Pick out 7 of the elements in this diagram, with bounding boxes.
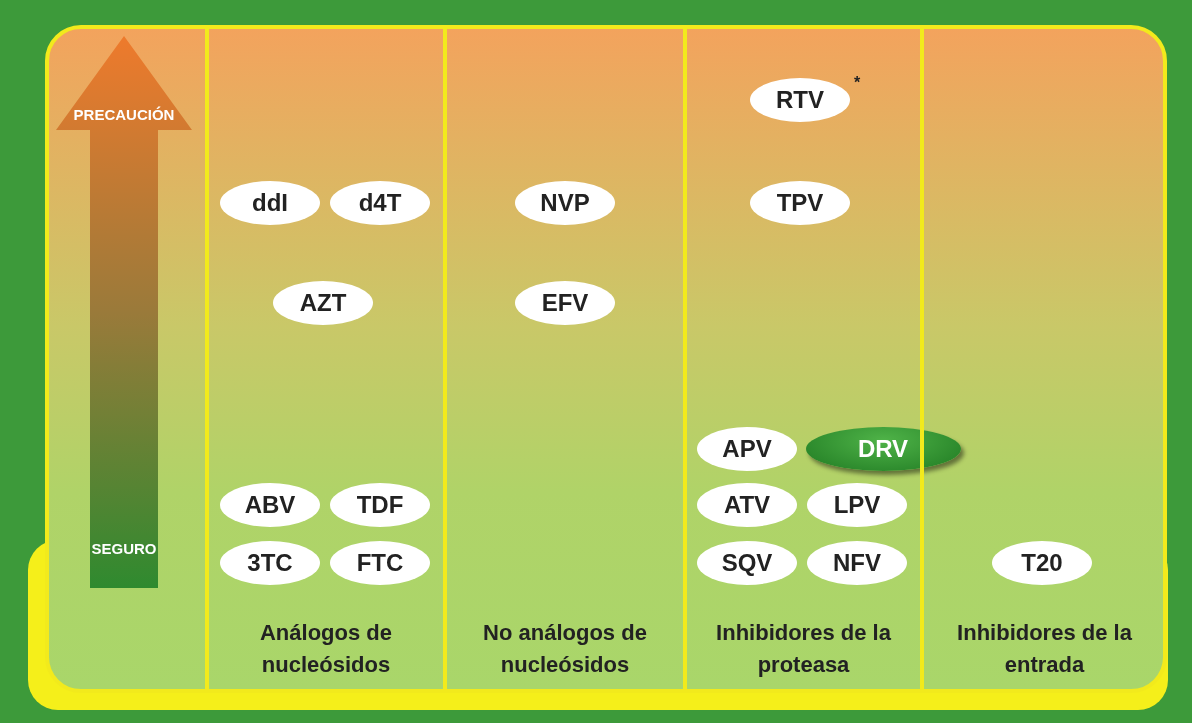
arrow-label: PRECAUCIÓN [72,106,176,123]
arrow-label: SEGURO [90,540,158,557]
column-heading: Análogos de nucleósidos [259,619,393,679]
column-heading: No análogos de nucleósidos [482,619,648,679]
column-heading: Inhibidores de la entrada [956,619,1133,679]
column-heading: Inhibidores de la proteasa [715,619,892,679]
footnote-mark: * [854,74,861,92]
